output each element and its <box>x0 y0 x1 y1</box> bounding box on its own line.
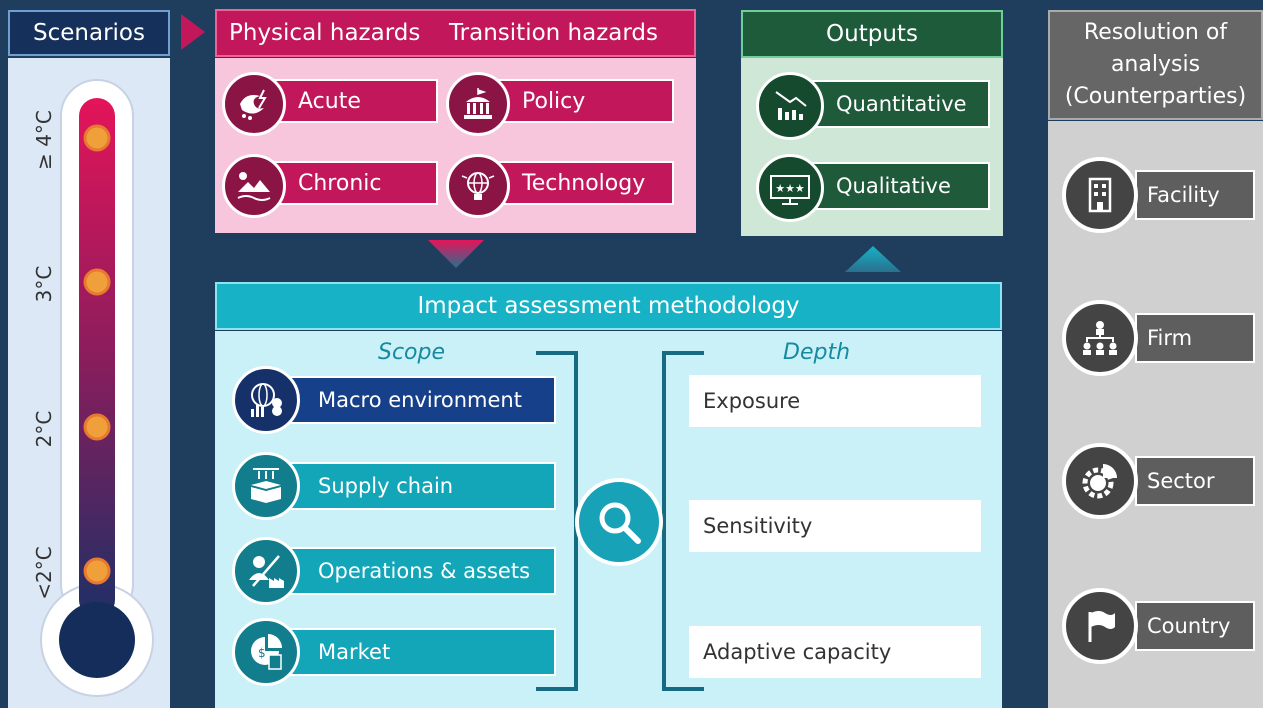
temp-marker-2c <box>83 413 111 441</box>
resolution-title-line2: analysis <box>1110 52 1201 77</box>
scope-title: Scope <box>378 340 446 365</box>
scope-market: Market $ <box>232 618 558 686</box>
depth-adaptive-capacity: Adaptive capacity <box>689 626 981 678</box>
worker-factory-icon <box>232 537 300 605</box>
outputs-header: Outputs <box>741 10 1003 58</box>
resolution-country: Country <box>1135 601 1255 651</box>
scope-macro-environment-label: Macro environment <box>318 388 522 412</box>
flag-icon <box>1062 588 1138 664</box>
output-quantitative-label: Quantitative <box>836 92 967 116</box>
output-qualitative: Qualitative ★★★ <box>756 154 992 222</box>
temp-label-2c: 2°C <box>32 410 56 448</box>
resolution-header: Resolution of analysis (Counterparties) <box>1048 10 1263 120</box>
output-quantitative: Quantitative <box>756 72 992 140</box>
resolution-facility-label: Facility <box>1147 183 1220 207</box>
scope-operations-assets-label: Operations & assets <box>318 559 531 583</box>
impact-header: Impact assessment methodology <box>215 282 1002 330</box>
scope-operations-assets: Operations & assets <box>232 537 558 605</box>
hazard-acute-label: Acute <box>298 88 361 114</box>
hazard-chronic: Chronic <box>222 154 440 218</box>
scope-macro-environment: Macro environment <box>232 366 558 434</box>
svg-text:★★★: ★★★ <box>775 182 805 195</box>
temp-marker-below2c <box>83 557 111 585</box>
scope-supply-chain-label: Supply chain <box>318 474 454 498</box>
hazard-technology: Technology <box>446 154 676 218</box>
depth-adaptive-capacity-label: Adaptive capacity <box>703 640 892 664</box>
resolution-firm-label: Firm <box>1147 326 1193 350</box>
lightbulb-globe-icon <box>446 154 510 218</box>
output-qualitative-label: Qualitative <box>836 174 951 198</box>
hazards-to-impact-arrow <box>428 240 484 268</box>
temp-label-below2c: <2°C <box>32 546 56 600</box>
hazards-header: Physical hazards Transition hazards <box>215 9 696 57</box>
magnifier-icon <box>575 478 663 566</box>
temp-marker-4c <box>83 124 111 152</box>
scenarios-title: Scenarios <box>33 20 145 46</box>
hazard-chronic-label: Chronic <box>298 170 382 196</box>
gear-pie-icon <box>1062 443 1138 519</box>
depth-sensitivity-label: Sensitivity <box>703 514 813 538</box>
physical-hazards-title: Physical hazards <box>229 20 421 46</box>
declining-chart-icon <box>756 72 824 140</box>
transition-hazards-title: Transition hazards <box>449 20 659 46</box>
outputs-title: Outputs <box>826 21 918 47</box>
depth-sensitivity: Sensitivity <box>689 500 981 552</box>
temp-label-3c: 3°C <box>32 265 56 303</box>
hazard-policy-label: Policy <box>522 88 586 114</box>
box-icon <box>232 452 300 520</box>
resolution-country-label: Country <box>1147 614 1231 638</box>
scenarios-header: Scenarios <box>8 10 170 56</box>
resolution-firm: Firm <box>1135 313 1255 363</box>
temp-marker-3c <box>83 268 111 296</box>
temp-label-4c: ≥ 4°C <box>32 110 56 170</box>
resolution-facility: Facility <box>1135 170 1255 220</box>
scope-supply-chain: Supply chain <box>232 452 558 520</box>
resolution-sector-label: Sector <box>1147 469 1215 493</box>
depth-exposure-label: Exposure <box>703 389 801 413</box>
thermometer <box>40 78 154 698</box>
resolution-title-line1: Resolution of <box>1083 20 1228 45</box>
star-rating-icon: ★★★ <box>756 154 824 222</box>
resolution-title-line3: (Counterparties) <box>1064 84 1247 109</box>
resolution-sector: Sector <box>1135 456 1255 506</box>
depth-title: Depth <box>783 340 851 365</box>
hazard-acute: Acute <box>222 72 440 136</box>
government-building-icon <box>446 72 510 136</box>
depth-exposure: Exposure <box>689 375 981 427</box>
svg-text:$: $ <box>258 646 266 660</box>
hazard-technology-label: Technology <box>522 170 646 196</box>
building-icon <box>1062 157 1138 233</box>
drought-icon <box>222 154 286 218</box>
hazard-policy: Policy <box>446 72 676 136</box>
scenarios-to-hazards-arrow <box>181 14 205 50</box>
impact-title: Impact assessment methodology <box>417 293 800 319</box>
globe-coins-icon <box>232 366 300 434</box>
scope-market-label: Market <box>318 640 391 664</box>
org-chart-icon <box>1062 300 1138 376</box>
depth-bracket <box>660 350 706 692</box>
impact-to-outputs-arrow <box>845 246 901 272</box>
storm-icon <box>222 72 286 136</box>
market-chart-icon: $ <box>232 618 300 686</box>
